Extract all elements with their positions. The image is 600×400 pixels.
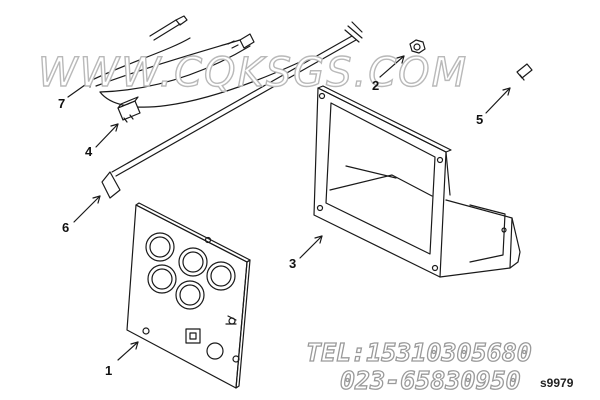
figure-code: s9979 [540,376,574,390]
gauge-holes [145,232,236,310]
callout-1: 1 [105,363,113,378]
callout-6: 6 [62,220,70,235]
nut-part [409,39,426,54]
clip-part [516,63,533,81]
callout-7: 7 [58,96,66,111]
contact-phone: 023-65830950 [339,365,521,395]
connector-part [117,96,141,123]
callout-2: 2 [372,78,380,93]
callout-5: 5 [476,112,484,127]
gauge-panel-part [126,202,251,389]
callout-4: 4 [85,144,93,159]
leader-lines [67,55,511,361]
wiring-harness-part [91,15,301,108]
watermark-text: WWW.CQKSGS.COM [37,49,469,96]
contact-tel: TEL:15310305680 [305,337,532,367]
mounting-bracket-part [313,85,521,278]
knob-part [206,342,224,360]
switch-part [185,328,201,344]
callout-3: 3 [289,256,297,271]
tube-part [101,21,363,199]
